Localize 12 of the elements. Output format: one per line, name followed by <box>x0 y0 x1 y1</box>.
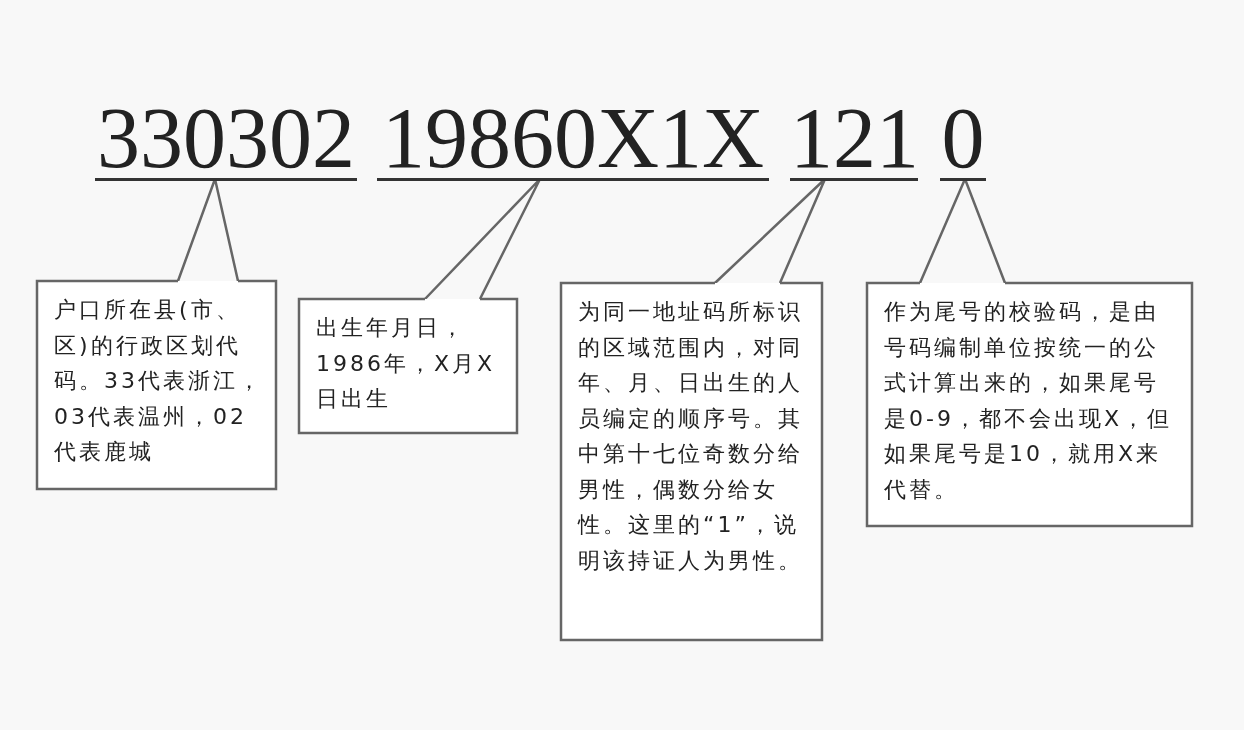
callout-box <box>560 282 823 641</box>
callout-text: 为同一地址码所标识的区域范围内，对同年、月、日出生的人员编定的顺序号。其中第十七位奇数分给男性，偶数分给女性。这里的“1”，说明该持证人为男性。 <box>578 298 804 575</box>
code-digits: 0 <box>940 95 986 181</box>
callout-box <box>866 282 1193 527</box>
callout-text: 出生年月日，1986年，X月X日出生 <box>316 314 497 413</box>
callout-text: 作为尾号的校验码，是由号码编制单位按统一的公式计算出来的，如果尾号是0-9，都不会出现X，但如果尾号是10，就用X来代替。 <box>884 298 1173 504</box>
code-digits: 121 <box>790 95 918 181</box>
callout-box <box>36 280 277 490</box>
callout-text: 户口所在县(市、区)的行政区划代码。33代表浙江，03代表温州，02代表鹿城 <box>54 296 264 466</box>
code-digits: 19860X1X <box>377 95 769 181</box>
callout-box <box>298 298 518 434</box>
code-digits: 330302 <box>95 95 357 181</box>
